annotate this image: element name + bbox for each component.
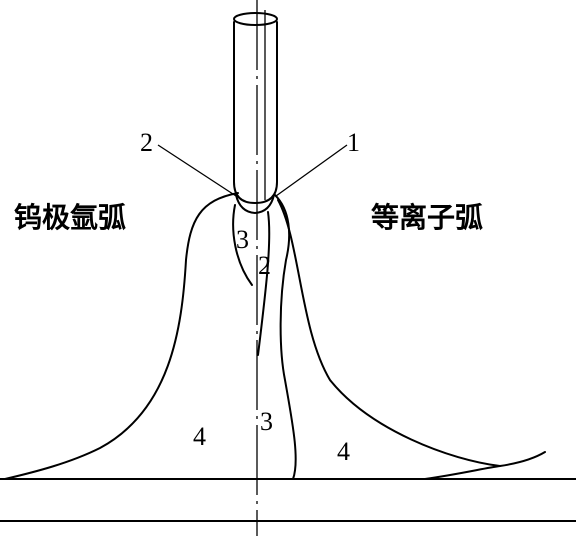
zone-label-3-upper: 3	[236, 225, 249, 254]
plasma-column-right	[274, 194, 297, 480]
electrode-body	[233, 21, 278, 204]
right-title: 等离子弧	[371, 201, 483, 234]
zone-label-3-lower: 3	[260, 407, 273, 436]
zone-label-4-left: 4	[193, 422, 206, 451]
plasma-core-boundary	[257, 211, 271, 356]
left-title: 钨极氩弧	[14, 201, 126, 234]
callout-label-right: 1	[347, 128, 360, 157]
tig-zone-3-boundary	[232, 204, 253, 286]
zone-label-2: 2	[258, 251, 271, 280]
plasma-arc-outline-right	[277, 199, 546, 467]
tig-arc-outline-left	[4, 192, 239, 480]
callout-line-right	[275, 144, 348, 197]
callout-label-left: 2	[140, 128, 153, 157]
arc-core-cone	[235, 194, 275, 214]
callout-line-left	[157, 144, 237, 197]
electrode-top	[233, 12, 278, 26]
zone-label-4-right: 4	[337, 437, 350, 466]
plasma-arc-tail	[424, 465, 501, 480]
